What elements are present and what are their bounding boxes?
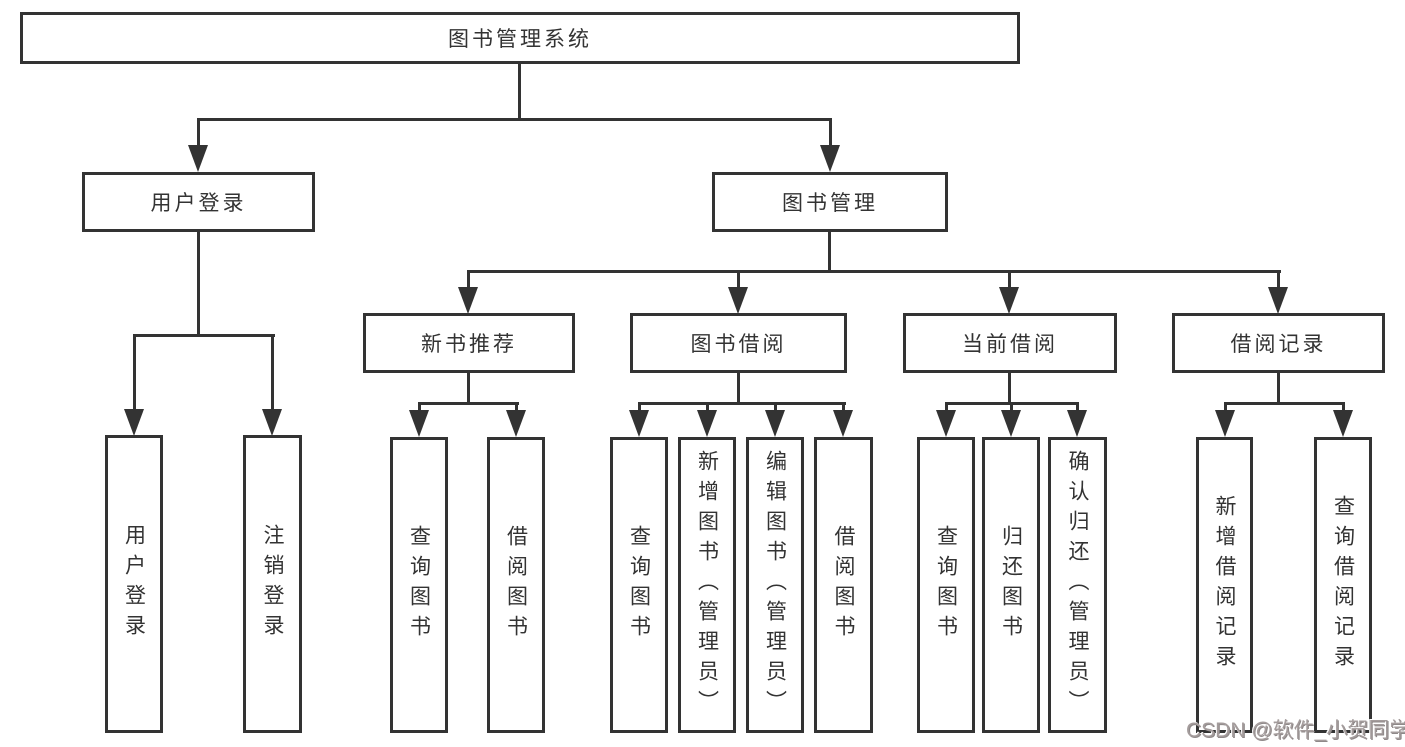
node-user-login: 用户登录 — [82, 172, 315, 232]
node-borrow-records: 借阅记录 — [1172, 313, 1385, 373]
connector-level2-hline — [467, 270, 1281, 273]
leaf-g3-return-books: 归还图书 — [982, 437, 1040, 733]
connector-g2-drop-2 — [706, 402, 709, 414]
connector-g3-drop-1 — [945, 402, 948, 414]
arrow-ul-leaf-1 — [124, 409, 144, 436]
leaf-g3-return-books-label: 归还图书 — [999, 525, 1023, 645]
leaf-g4-add-borrow-record-label: 新增借阅记录 — [1213, 495, 1236, 675]
connector-g2-stem — [737, 373, 740, 405]
connector-ul-drop-1 — [133, 334, 136, 412]
node-root: 图书管理系统 — [20, 12, 1020, 64]
connector-g2-drop-1 — [638, 402, 641, 414]
connector-root-stem — [518, 64, 521, 120]
connector-g4-drop-1 — [1224, 402, 1227, 414]
connector-g2-drop-3 — [774, 402, 777, 414]
arrow-ul-leaf-2 — [262, 409, 282, 436]
connector-g1-stem — [467, 373, 470, 405]
arrow-g3-leaf-3 — [1067, 410, 1087, 437]
node-book-borrow: 图书借阅 — [630, 313, 847, 373]
connector-g4-stem — [1277, 373, 1280, 405]
node-book-management-label: 图书管理 — [782, 192, 878, 215]
arrow-g2-leaf-3 — [765, 410, 785, 437]
leaf-g2-edit-books-admin-label: 编辑图书（管理员） — [763, 450, 787, 720]
leaf-g3-confirm-return-admin: 确认归还（管理员） — [1048, 437, 1107, 733]
connector-ul-drop-2 — [271, 334, 274, 412]
node-book-management: 图书管理 — [712, 172, 948, 232]
connector-g3-drop-2 — [1010, 402, 1013, 414]
connector-g3-stem — [1008, 373, 1011, 405]
leaf-logout-label: 注销登录 — [261, 524, 284, 644]
arrow-book-mgmt — [820, 145, 840, 172]
connector-g2-hline — [638, 402, 846, 405]
connector-ul-hline — [133, 334, 275, 337]
arrow-borrow-records — [1268, 287, 1288, 314]
arrow-book-borrow — [728, 287, 748, 314]
leaf-g4-add-borrow-record: 新增借阅记录 — [1196, 437, 1253, 733]
connector-g1-drop-2 — [515, 402, 518, 414]
node-current-borrow-label: 当前借阅 — [962, 333, 1058, 356]
leaf-g1-borrow-books: 借阅图书 — [487, 437, 545, 733]
leaf-g2-edit-books-admin: 编辑图书（管理员） — [746, 437, 804, 733]
connector-bm-stem — [828, 232, 831, 273]
leaf-g2-add-books-admin: 新增图书（管理员） — [678, 437, 736, 733]
arrow-g1-leaf-1 — [409, 410, 429, 437]
connector-g2-drop — [737, 270, 740, 290]
leaf-logout: 注销登录 — [243, 435, 302, 733]
node-new-book-recommend-label: 新书推荐 — [421, 333, 517, 356]
connector-g1-hline — [418, 402, 519, 405]
leaf-g2-query-books: 查询图书 — [610, 437, 668, 733]
connector-g4-drop-2 — [1342, 402, 1345, 414]
leaf-g1-query-books-label: 查询图书 — [407, 525, 431, 645]
leaf-g2-borrow-books-label: 借阅图书 — [832, 525, 855, 645]
connector-g4-drop — [1277, 270, 1280, 290]
leaf-g2-add-books-admin-label: 新增图书（管理员） — [695, 450, 719, 720]
arrow-current-borrow — [999, 287, 1019, 314]
node-new-book-recommend: 新书推荐 — [363, 313, 575, 373]
arrow-g4-leaf-2 — [1333, 410, 1353, 437]
node-user-login-label: 用户登录 — [150, 192, 247, 215]
csdn-watermark: CSDN @软件_小贺同学 — [1186, 719, 1405, 742]
leaf-user-login: 用户登录 — [105, 435, 163, 733]
connector-g4-hline — [1224, 402, 1345, 405]
arrow-new-book-recommend — [458, 287, 478, 314]
leaf-g4-query-borrow-record-label: 查询借阅记录 — [1331, 495, 1355, 675]
arrow-g2-leaf-2 — [697, 410, 717, 437]
connector-ul-stem — [197, 232, 200, 337]
leaf-g3-query-books-label: 查询图书 — [934, 525, 958, 645]
connector-g1-drop-1 — [418, 402, 421, 414]
connector-g3-drop — [1008, 270, 1011, 290]
leaf-g2-query-books-label: 查询图书 — [627, 525, 651, 645]
node-current-borrow: 当前借阅 — [903, 313, 1117, 373]
connector-g1-drop — [467, 270, 470, 290]
arrow-g3-leaf-1 — [936, 410, 956, 437]
leaf-g3-confirm-return-admin-label: 确认归还（管理员） — [1066, 450, 1089, 720]
arrow-g4-leaf-1 — [1215, 410, 1235, 437]
node-book-borrow-label: 图书借阅 — [690, 333, 787, 356]
leaf-user-login-label: 用户登录 — [122, 524, 146, 644]
arrow-g1-leaf-2 — [506, 410, 526, 437]
node-root-label: 图书管理系统 — [448, 28, 592, 51]
connector-level1-hline — [197, 118, 832, 121]
connector-g3-drop-3 — [1076, 402, 1079, 414]
leaf-g1-query-books: 查询图书 — [390, 437, 448, 733]
arrow-g2-leaf-1 — [629, 410, 649, 437]
leaf-g4-query-borrow-record: 查询借阅记录 — [1314, 437, 1372, 733]
connector-g2-drop-4 — [842, 402, 845, 414]
arrow-user-login — [188, 145, 208, 172]
node-borrow-records-label: 借阅记录 — [1230, 333, 1327, 356]
leaf-g3-query-books: 查询图书 — [917, 437, 975, 733]
arrow-g2-leaf-4 — [833, 410, 853, 437]
connector-user-login-drop — [197, 118, 200, 150]
arrow-g3-leaf-2 — [1001, 410, 1021, 437]
leaf-g2-borrow-books: 借阅图书 — [814, 437, 873, 733]
connector-book-mgmt-drop — [829, 118, 832, 150]
leaf-g1-borrow-books-label: 借阅图书 — [504, 525, 528, 645]
